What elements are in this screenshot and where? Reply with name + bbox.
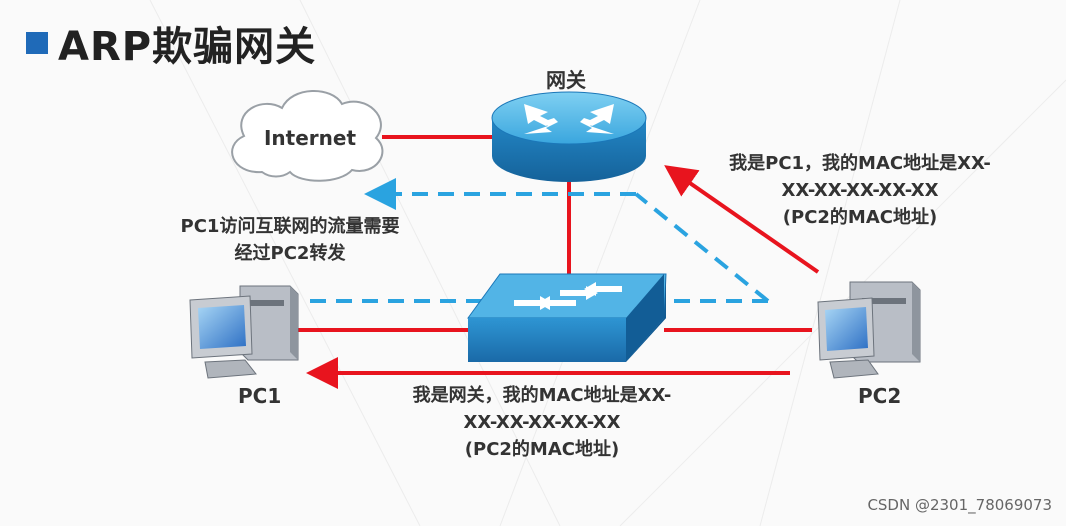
note-line: XX-XX-XX-XX-XX — [781, 180, 939, 201]
internet-cloud-icon: Internet — [231, 90, 384, 182]
pc2-label: PC2 — [858, 384, 902, 408]
watermark: CSDN @2301_78069073 — [867, 496, 1052, 514]
note-line: 我是网关，我的MAC地址是XX- — [412, 385, 672, 406]
note-line: XX-XX-XX-XX-XX — [463, 412, 621, 433]
spoof-arrow-to-gateway — [664, 165, 820, 274]
note-line: 经过PC2转发 — [234, 243, 346, 264]
pc1-label: PC1 — [238, 384, 282, 408]
pc2-computer-icon — [817, 281, 921, 379]
title-text: ARP欺骗网关 — [58, 24, 317, 70]
switch-icon — [467, 273, 667, 362]
gateway-label: 网关 — [546, 68, 586, 92]
gateway-router-icon — [491, 91, 647, 182]
physical-links — [296, 135, 812, 332]
internet-label: Internet — [264, 126, 356, 150]
traffic-forwarding-note: PC1访问互联网的流量需要 经过PC2转发 — [150, 213, 430, 267]
note-line: 我是PC1，我的MAC地址是XX- — [729, 153, 991, 174]
pc2-spoof-message-to-pc1: 我是网关，我的MAC地址是XX- XX-XX-XX-XX-XX (PC2的MAC… — [372, 382, 712, 463]
pc2-spoof-message-to-gateway: 我是PC1，我的MAC地址是XX- XX-XX-XX-XX-XX (PC2的MA… — [694, 150, 1026, 231]
pc1-computer-icon — [189, 285, 299, 379]
title-bullet-icon — [26, 32, 48, 54]
note-line: (PC2的MAC地址) — [782, 207, 938, 228]
note-line: PC1访问互联网的流量需要 — [180, 216, 400, 237]
traffic-path — [310, 178, 770, 303]
note-line: (PC2的MAC地址) — [464, 439, 620, 460]
slide-title: ARP欺骗网关 — [26, 14, 316, 72]
